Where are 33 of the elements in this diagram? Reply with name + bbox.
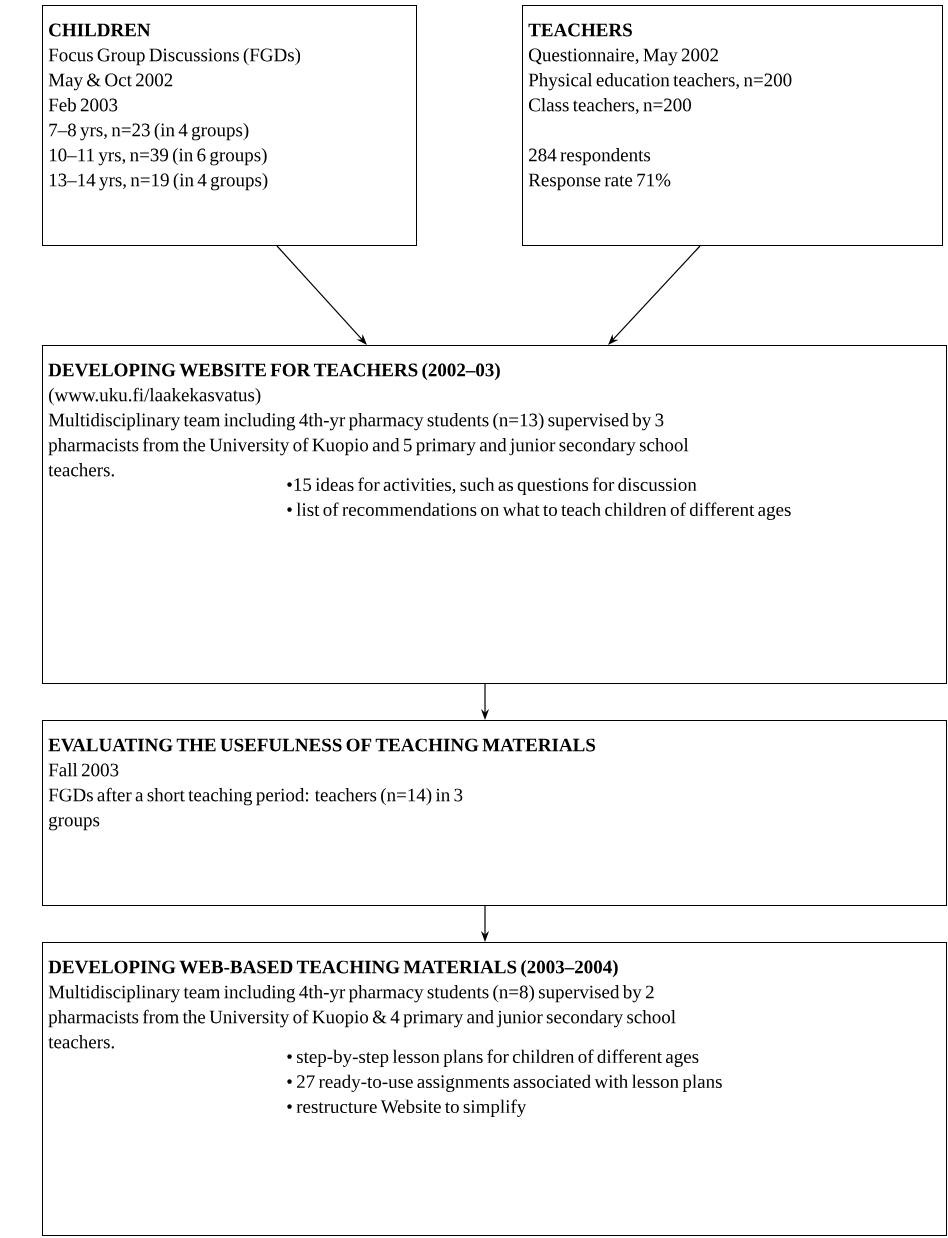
body-text: (www.uku.fi/laakekasvatus)	[49, 387, 261, 406]
body-text: Multidisciplinary team including 4th-yr pharmacy students (n=13) supervised by 3 pharmacists from the University of Kuopio and 5 primary and junior secondary school teachers.	[48, 413, 689, 477]
body-text: Fall 2003	[48, 763, 119, 777]
body-text: Response rate 71%	[528, 173, 671, 191]
arrow	[276, 245, 367, 345]
body-text: Focus Group Discussions (FGDs)	[48, 48, 301, 66]
body-text: 284 respondents	[529, 148, 651, 166]
process-box	[42, 5, 417, 246]
bullet-item: • 27 ready-to-use assignments associated with lesson plans	[287, 1074, 722, 1092]
body-text: 10–11 yrs, n=39 (in 6 groups)	[49, 148, 267, 166]
heading: DEVELOPING WEB-BASED TEACHING MATERIALS (2003–2004)	[48, 960, 618, 978]
process-box	[42, 345, 947, 684]
body-text: Feb 2003	[48, 98, 118, 112]
process-box	[42, 942, 947, 1236]
bullet-item: • restructure Website to simplify	[287, 1099, 527, 1117]
body-text: Questionnaire, May 2002	[529, 48, 718, 66]
process-box	[522, 5, 943, 246]
heading: CHILDREN	[49, 23, 151, 37]
heading: DEVELOPING WEBSITE FOR TEACHERS (2002–03)	[48, 363, 500, 381]
process-box	[42, 720, 947, 906]
bullet-item: • step-by-step lesson plans for children of different ages	[287, 1049, 699, 1067]
bullet-item: • list of recommendations on what to teach children of different ages	[287, 502, 791, 520]
body-text: May & Oct 2002	[48, 73, 173, 91]
body-text: FGDs after a short teaching period: teachers (n=14) in 3 groups	[48, 787, 463, 831]
body-text: Physical education teachers, n=200	[528, 73, 792, 91]
arrow	[608, 245, 701, 345]
heading: TEACHERS	[528, 23, 632, 37]
body-text: Multidisciplinary team including 4th-yr pharmacy students (n=8) supervised by 2 pharmacists from the University of Kuopio & 4 primary and junior secondary school teachers.	[48, 985, 676, 1049]
body-text: 13–14 yrs, n=19 (in 4 groups)	[49, 173, 268, 191]
bullet-item: •15 ideas for activities, such as questions for discussion	[287, 477, 697, 495]
heading: EVALUATING THE USEFULNESS OF TEACHING MATERIALS	[48, 738, 596, 752]
body-text: 7–8 yrs, n=23 (in 4 groups)	[49, 123, 249, 141]
body-text: Class teachers, n=200	[529, 98, 691, 115]
